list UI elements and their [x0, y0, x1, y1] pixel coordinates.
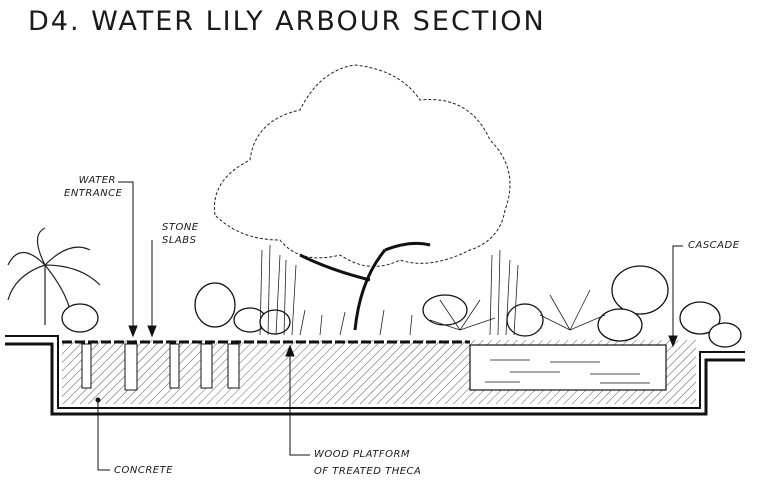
- water-pool: [469, 344, 667, 391]
- label-line: ENTRANCE: [64, 188, 123, 199]
- label-stone-slabs: STONE SLABS: [162, 221, 199, 247]
- label-concrete: CONCRETE: [114, 465, 174, 476]
- label-line: STONE: [162, 222, 199, 233]
- drawing-title: D4. WATER LILY ARBOUR SECTION: [28, 6, 546, 37]
- label-wood-platform: WOOD PLATFORM OF TREATED THECA: [314, 448, 421, 478]
- water-ripples: [485, 359, 650, 384]
- platform-posts: [81, 343, 240, 391]
- leader-lines: [95, 181, 683, 471]
- label-line: OF TREATED THECA: [314, 466, 422, 477]
- label-cascade: CASCADE: [688, 240, 740, 251]
- tree: [213, 64, 511, 267]
- label-water-entrance: WATER ENTRANCE: [64, 174, 123, 200]
- palm-tree: [7, 227, 101, 325]
- label-line: SLABS: [162, 235, 197, 246]
- label-line: WATER: [78, 175, 116, 186]
- label-line: WOOD PLATFORM: [314, 449, 411, 460]
- rocks: [61, 265, 742, 348]
- tree-trunk: [299, 241, 431, 331]
- grasses: [259, 244, 606, 336]
